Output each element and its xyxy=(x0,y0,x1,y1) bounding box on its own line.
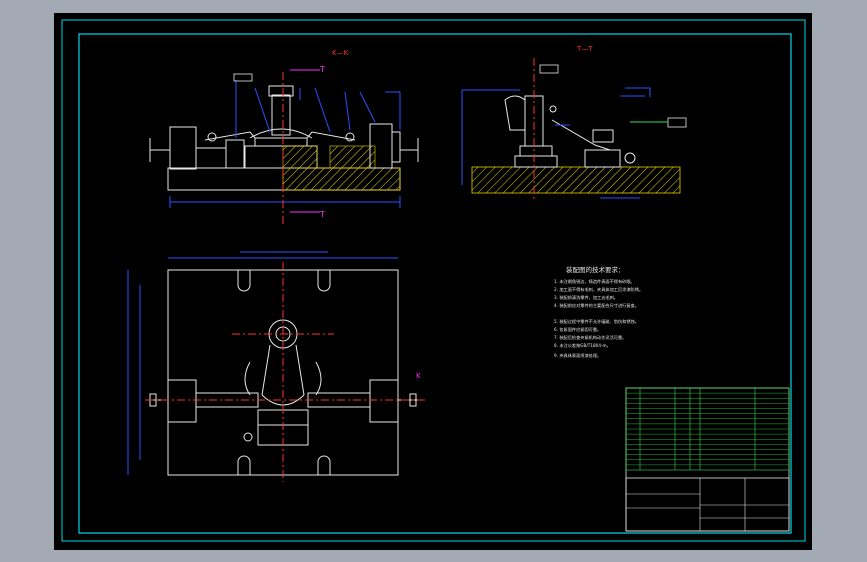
tech-req-4: 4. 装配前应对零件的主要配合尺寸进行复查。 xyxy=(554,302,639,309)
tech-req-7: 7. 装配后检查夹紧机构动作灵活可靠。 xyxy=(554,334,626,341)
section-tt-label: T—T xyxy=(576,45,593,53)
tech-req-3: 3. 装配前清洗零件，加工去毛刺。 xyxy=(554,294,618,301)
cut-mark-t-bottom: T xyxy=(319,210,325,219)
tech-req-8: 8. 未注公差按GB/T1804-m。 xyxy=(554,342,611,349)
tech-req-2: 2. 加工面不得有毛刺，夹具体加工后涂漆防锈。 xyxy=(554,286,643,293)
tech-title: 装配图的技术要求： xyxy=(566,265,625,274)
top-view xyxy=(127,251,425,482)
tech-req-9: 9. 夹具体表面喷漆处理。 xyxy=(554,352,601,359)
cut-mark-t-top: T xyxy=(319,65,325,74)
section-kk-view xyxy=(149,69,419,225)
outer-frame xyxy=(61,19,806,542)
tech-req-5: 5. 装配过程中零件不允许磕碰、划伤和锈蚀。 xyxy=(554,318,639,325)
drawing-sheet[interactable] xyxy=(54,13,812,550)
inner-frame xyxy=(78,33,792,534)
cut-mark-k: K xyxy=(416,372,421,380)
section-kk-label: K—K xyxy=(332,49,349,57)
tech-req-1: 1. 未注倒角锐边，铸造件表面不得有砂眼。 xyxy=(554,278,635,285)
section-tt-view xyxy=(461,58,687,200)
tech-requirements: 装配图的技术要求： 1. 未注倒角锐边，铸造件表面不得有砂眼。 2. 加工面不得… xyxy=(554,265,643,359)
bom-table xyxy=(625,387,790,532)
tech-req-6: 6. 各紧固件应紧固可靠。 xyxy=(554,326,601,333)
